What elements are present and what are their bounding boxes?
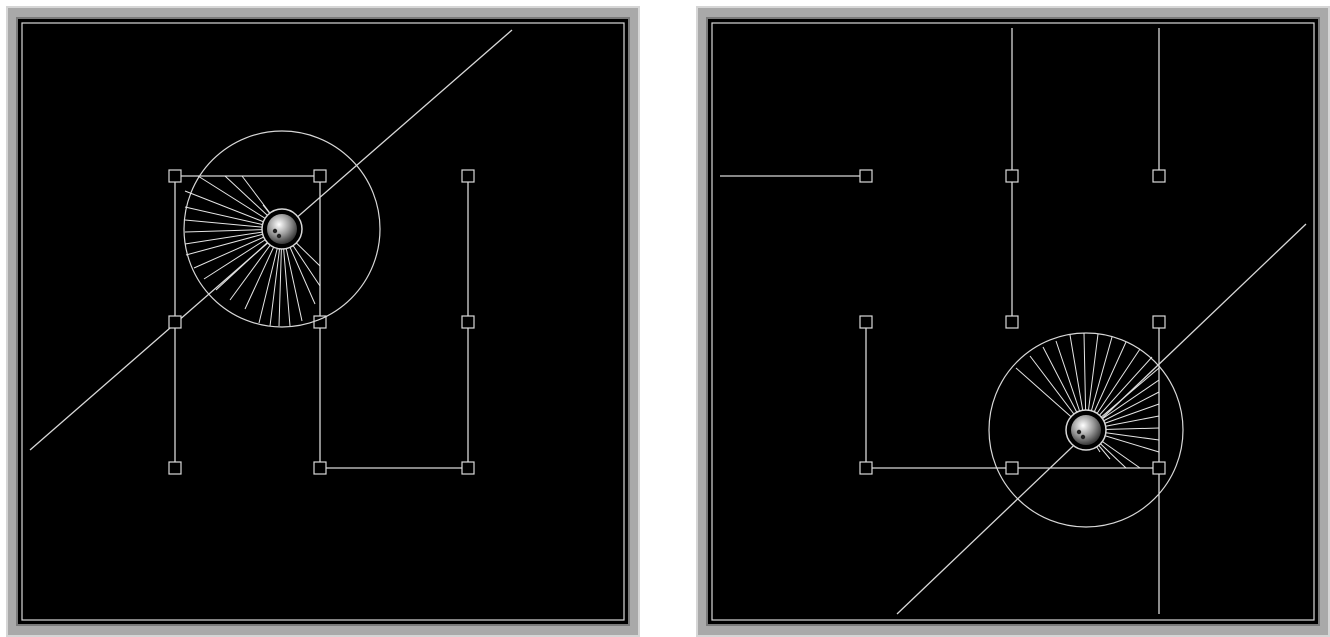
maze-node [860, 316, 872, 328]
maze-node [462, 316, 474, 328]
robot-ball-icon [267, 214, 297, 244]
right-arena-panel [696, 6, 1330, 637]
robot-ball-icon [1071, 415, 1101, 445]
maze-node [860, 170, 872, 182]
maze-node [1006, 462, 1018, 474]
maze-node [169, 170, 181, 182]
maze-node [1153, 170, 1165, 182]
robot-eye-icon [1081, 435, 1085, 439]
left-arena-canvas [6, 6, 640, 637]
maze-node [1006, 316, 1018, 328]
maze-node [314, 170, 326, 182]
maze-node [462, 462, 474, 474]
maze-node [462, 170, 474, 182]
maze-node [169, 462, 181, 474]
maze-node [860, 462, 872, 474]
maze-node [1153, 316, 1165, 328]
maze-node [1153, 462, 1165, 474]
maze-node [314, 462, 326, 474]
maze-node [169, 316, 181, 328]
robot-eye-icon [277, 234, 281, 238]
right-arena-canvas [696, 6, 1330, 637]
maze-node [1006, 170, 1018, 182]
robot-eye-icon [1077, 430, 1081, 434]
robot-eye-icon [273, 229, 277, 233]
left-arena-panel [6, 6, 640, 637]
